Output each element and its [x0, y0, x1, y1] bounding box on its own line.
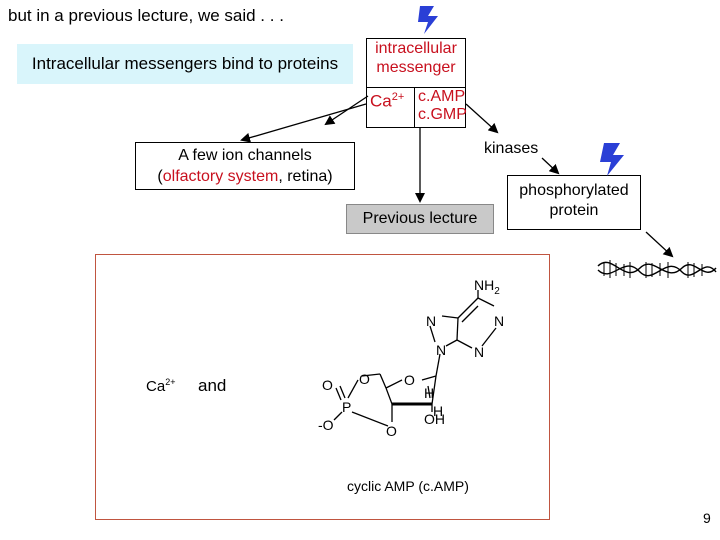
bond [333, 411, 343, 421]
arrow-to-dna [645, 231, 674, 258]
bond [477, 297, 495, 307]
bond [427, 385, 431, 399]
phosphorylated-protein-box: phosphorylated protein [507, 175, 641, 230]
bond [457, 297, 479, 319]
bond [421, 375, 437, 381]
atom-n: N [426, 313, 436, 329]
atom-nh2: NH2 [474, 277, 500, 297]
atom-o: O [359, 371, 370, 387]
arrow-to-ion-channels [240, 103, 367, 143]
atom-oh: OH [424, 411, 445, 427]
ca2-text: Ca [146, 378, 166, 395]
bond [456, 339, 473, 349]
atom-o: O [322, 377, 333, 393]
atom-n: N [474, 344, 484, 360]
olfactory-text: olfactory system [162, 168, 279, 185]
bond [429, 325, 436, 343]
camp-caption: cyclic AMP (c.AMP) [347, 478, 469, 494]
messenger-calcium: Ca2+ [370, 91, 404, 112]
messenger-title-line2: messenger [376, 59, 456, 76]
bond [339, 385, 346, 399]
atom-minus-o: -O [318, 417, 334, 433]
atom-h: H [433, 403, 443, 419]
messenger-cyclic: c.AMP c.GMP [414, 88, 467, 128]
molecule-panel [95, 254, 550, 520]
ca-text: Ca [370, 91, 392, 111]
bond [335, 387, 342, 401]
calcium-label: Ca2+ [146, 377, 175, 395]
bond [481, 327, 497, 347]
lightning-bolt-icon [600, 143, 624, 176]
camp-atom-labels: NH2 N N N N O H H OH O O P O -O [318, 277, 504, 439]
bond [445, 339, 458, 347]
ion-channels-line2: (olfactory system, retina) [136, 166, 354, 187]
page-number: 9 [703, 510, 711, 526]
and-label: and [198, 376, 227, 395]
ca2-charge: 2+ [165, 377, 176, 387]
atom-o: O [386, 423, 397, 439]
messenger-title: intracellular messenger [367, 39, 465, 88]
bond [385, 379, 403, 389]
atom-n: N [436, 342, 446, 358]
ion-channels-box: A few ion channels (olfactory system, re… [135, 142, 355, 190]
phosphorylated-line1: phosphorylated [519, 182, 629, 199]
bond [456, 317, 459, 341]
bond [347, 379, 359, 399]
bond [441, 315, 459, 319]
atom-n: N [494, 313, 504, 329]
lightning-bolt-icon [418, 6, 438, 34]
bond [435, 353, 441, 377]
paren-text: ( [157, 168, 163, 185]
arrow-to-phosphorylated [541, 157, 560, 175]
phosphorylated-line2: protein [549, 202, 599, 219]
cgmp-text: c.GMP [418, 106, 467, 123]
bond [351, 411, 389, 427]
bond [361, 373, 381, 377]
arrow-to-kinases [465, 103, 499, 134]
kinases-label: kinases [484, 140, 539, 157]
messenger-title-line1: intracellular [375, 40, 457, 57]
bond [379, 373, 387, 389]
ca-charge: 2+ [391, 91, 405, 103]
messenger-box: intracellular messenger Ca2+ c.AMP c.GMP [366, 38, 467, 128]
camp-structure [333, 290, 497, 427]
bond [431, 375, 437, 405]
camp-text: c.AMP [418, 88, 466, 105]
ion-channels-line1: A few ion channels [178, 147, 312, 164]
bond [461, 305, 479, 323]
retina-text: , retina) [278, 168, 333, 185]
atom-h: H [424, 385, 434, 401]
previous-lecture-label: Previous lecture [346, 204, 494, 234]
intracellular-note: Intracellular messengers bind to protein… [17, 44, 353, 84]
atom-p: P [342, 399, 351, 415]
slide-heading: but in a previous lecture, we said . . . [8, 6, 284, 25]
bond [385, 387, 393, 405]
atom-o: O [404, 372, 415, 388]
dna-helix-icon [597, 260, 717, 278]
